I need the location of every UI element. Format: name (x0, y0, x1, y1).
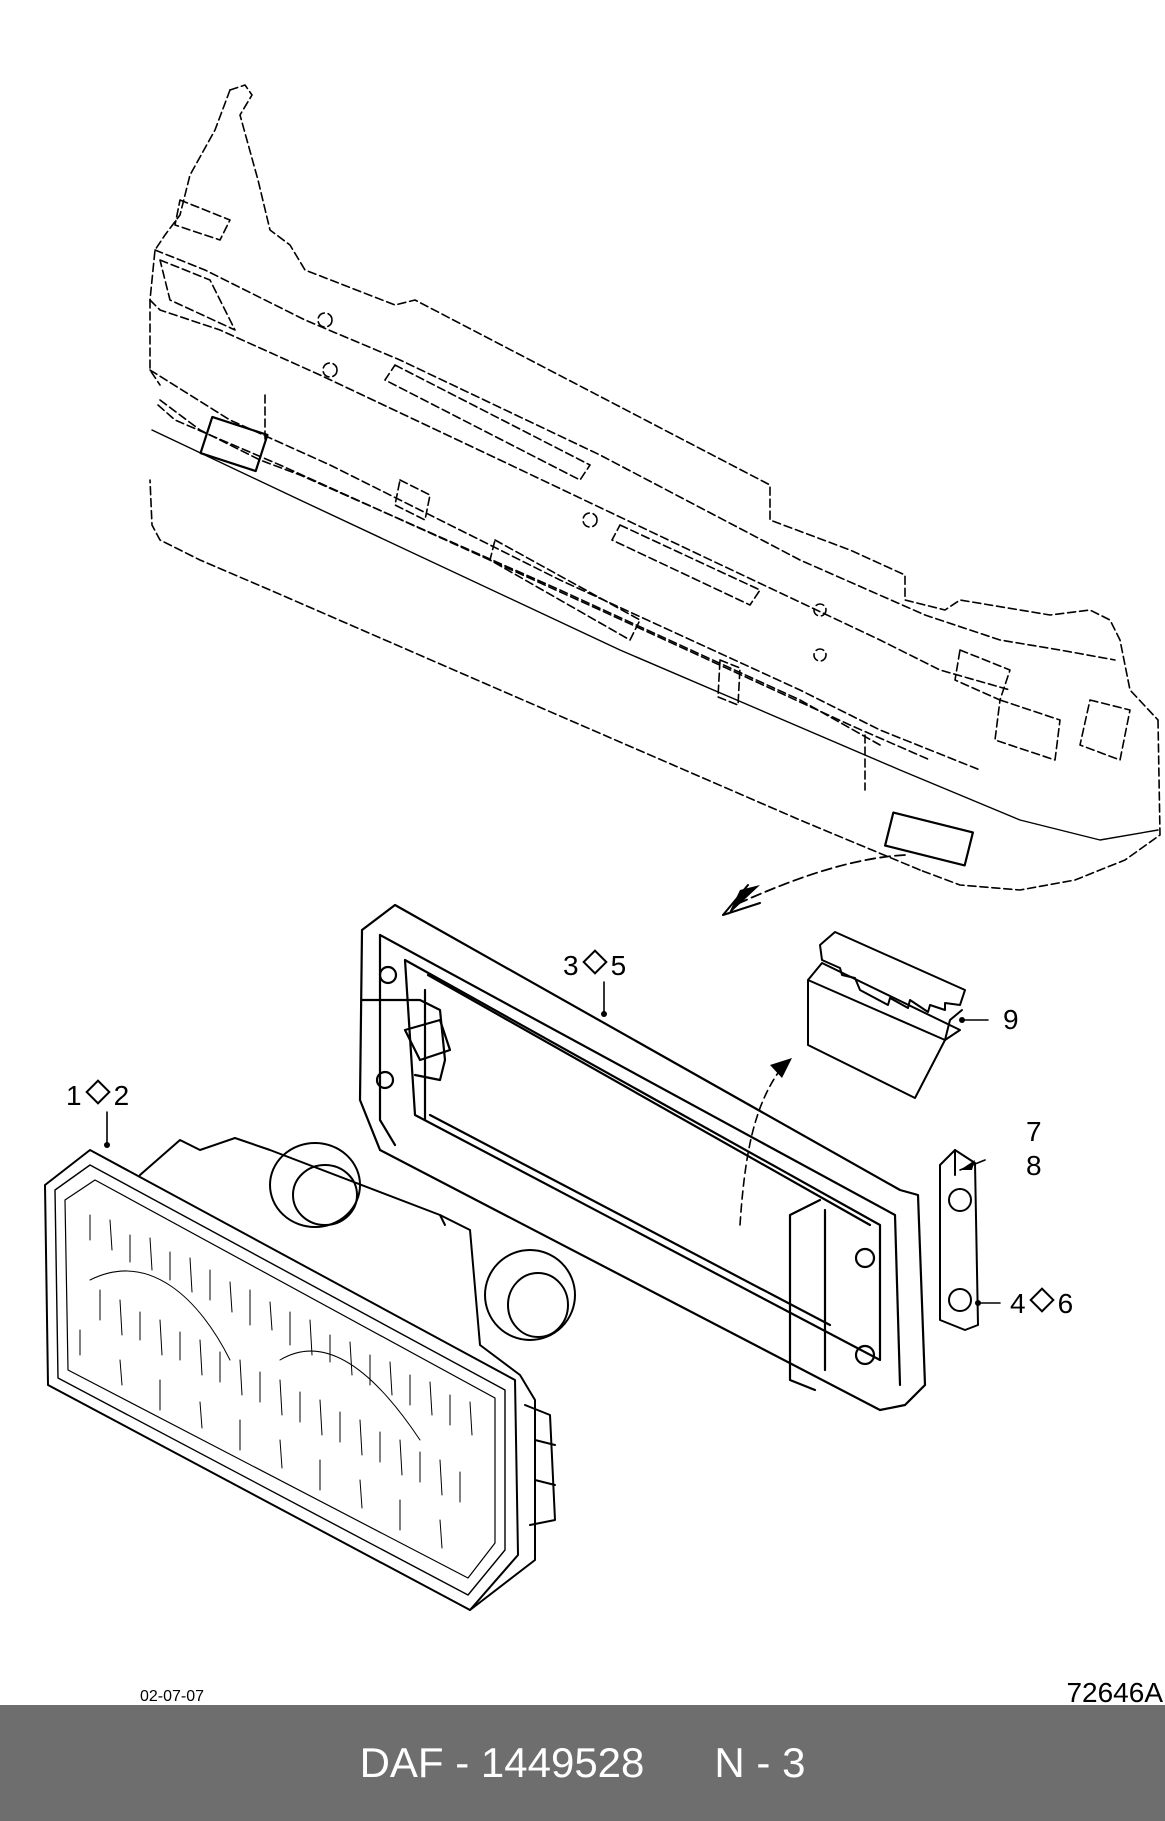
diamond-icon (1028, 1287, 1055, 1313)
lens-texture (79, 1214, 473, 1549)
callout-dots (104, 1011, 981, 1306)
callout-number: 7 (1026, 1116, 1042, 1147)
callout-number: 5 (610, 950, 627, 981)
bumper-outline (149, 84, 1161, 891)
drawing-number: 72646A (1066, 1677, 1163, 1708)
fog-lamp-assembly (44, 1137, 576, 1611)
mounting-bracket (939, 1149, 979, 1331)
callout-9: 9 (1003, 1006, 1019, 1034)
arrow-bumper-to-lamp (722, 854, 906, 916)
footer-brand: DAF (359, 1739, 444, 1786)
callout-number: 3 (563, 950, 579, 981)
footer-bar: DAF - 1449528 N - 3 (0, 1705, 1165, 1821)
spring-clip (807, 931, 966, 1099)
exploded-parts-diagram (44, 84, 1161, 1611)
callout-number: 6 (1057, 1288, 1074, 1319)
date-code: 02-07-07 (140, 1688, 205, 1705)
diamond-icon (84, 1079, 111, 1105)
callout-number: 8 (1026, 1150, 1042, 1181)
footer-part-number: 1449528 (480, 1739, 645, 1786)
bumper-lamp-aperture-left (199, 415, 269, 473)
diamond-icon (581, 949, 608, 975)
callout-number: 2 (113, 1080, 130, 1111)
callout-7-8: 7 8 (1026, 1115, 1042, 1183)
arrow-frame-to-clip (739, 1058, 792, 1226)
footer-text: DAF - 1449528 N - 3 (359, 1739, 806, 1786)
lamp-housing-frame (358, 903, 927, 1412)
footer-page: N - 3 (714, 1739, 806, 1786)
callout-number: 4 (1010, 1288, 1026, 1319)
bumper-lamp-aperture-right (884, 811, 974, 867)
callout-number: 1 (66, 1080, 82, 1111)
callout-number: 9 (1003, 1004, 1019, 1035)
